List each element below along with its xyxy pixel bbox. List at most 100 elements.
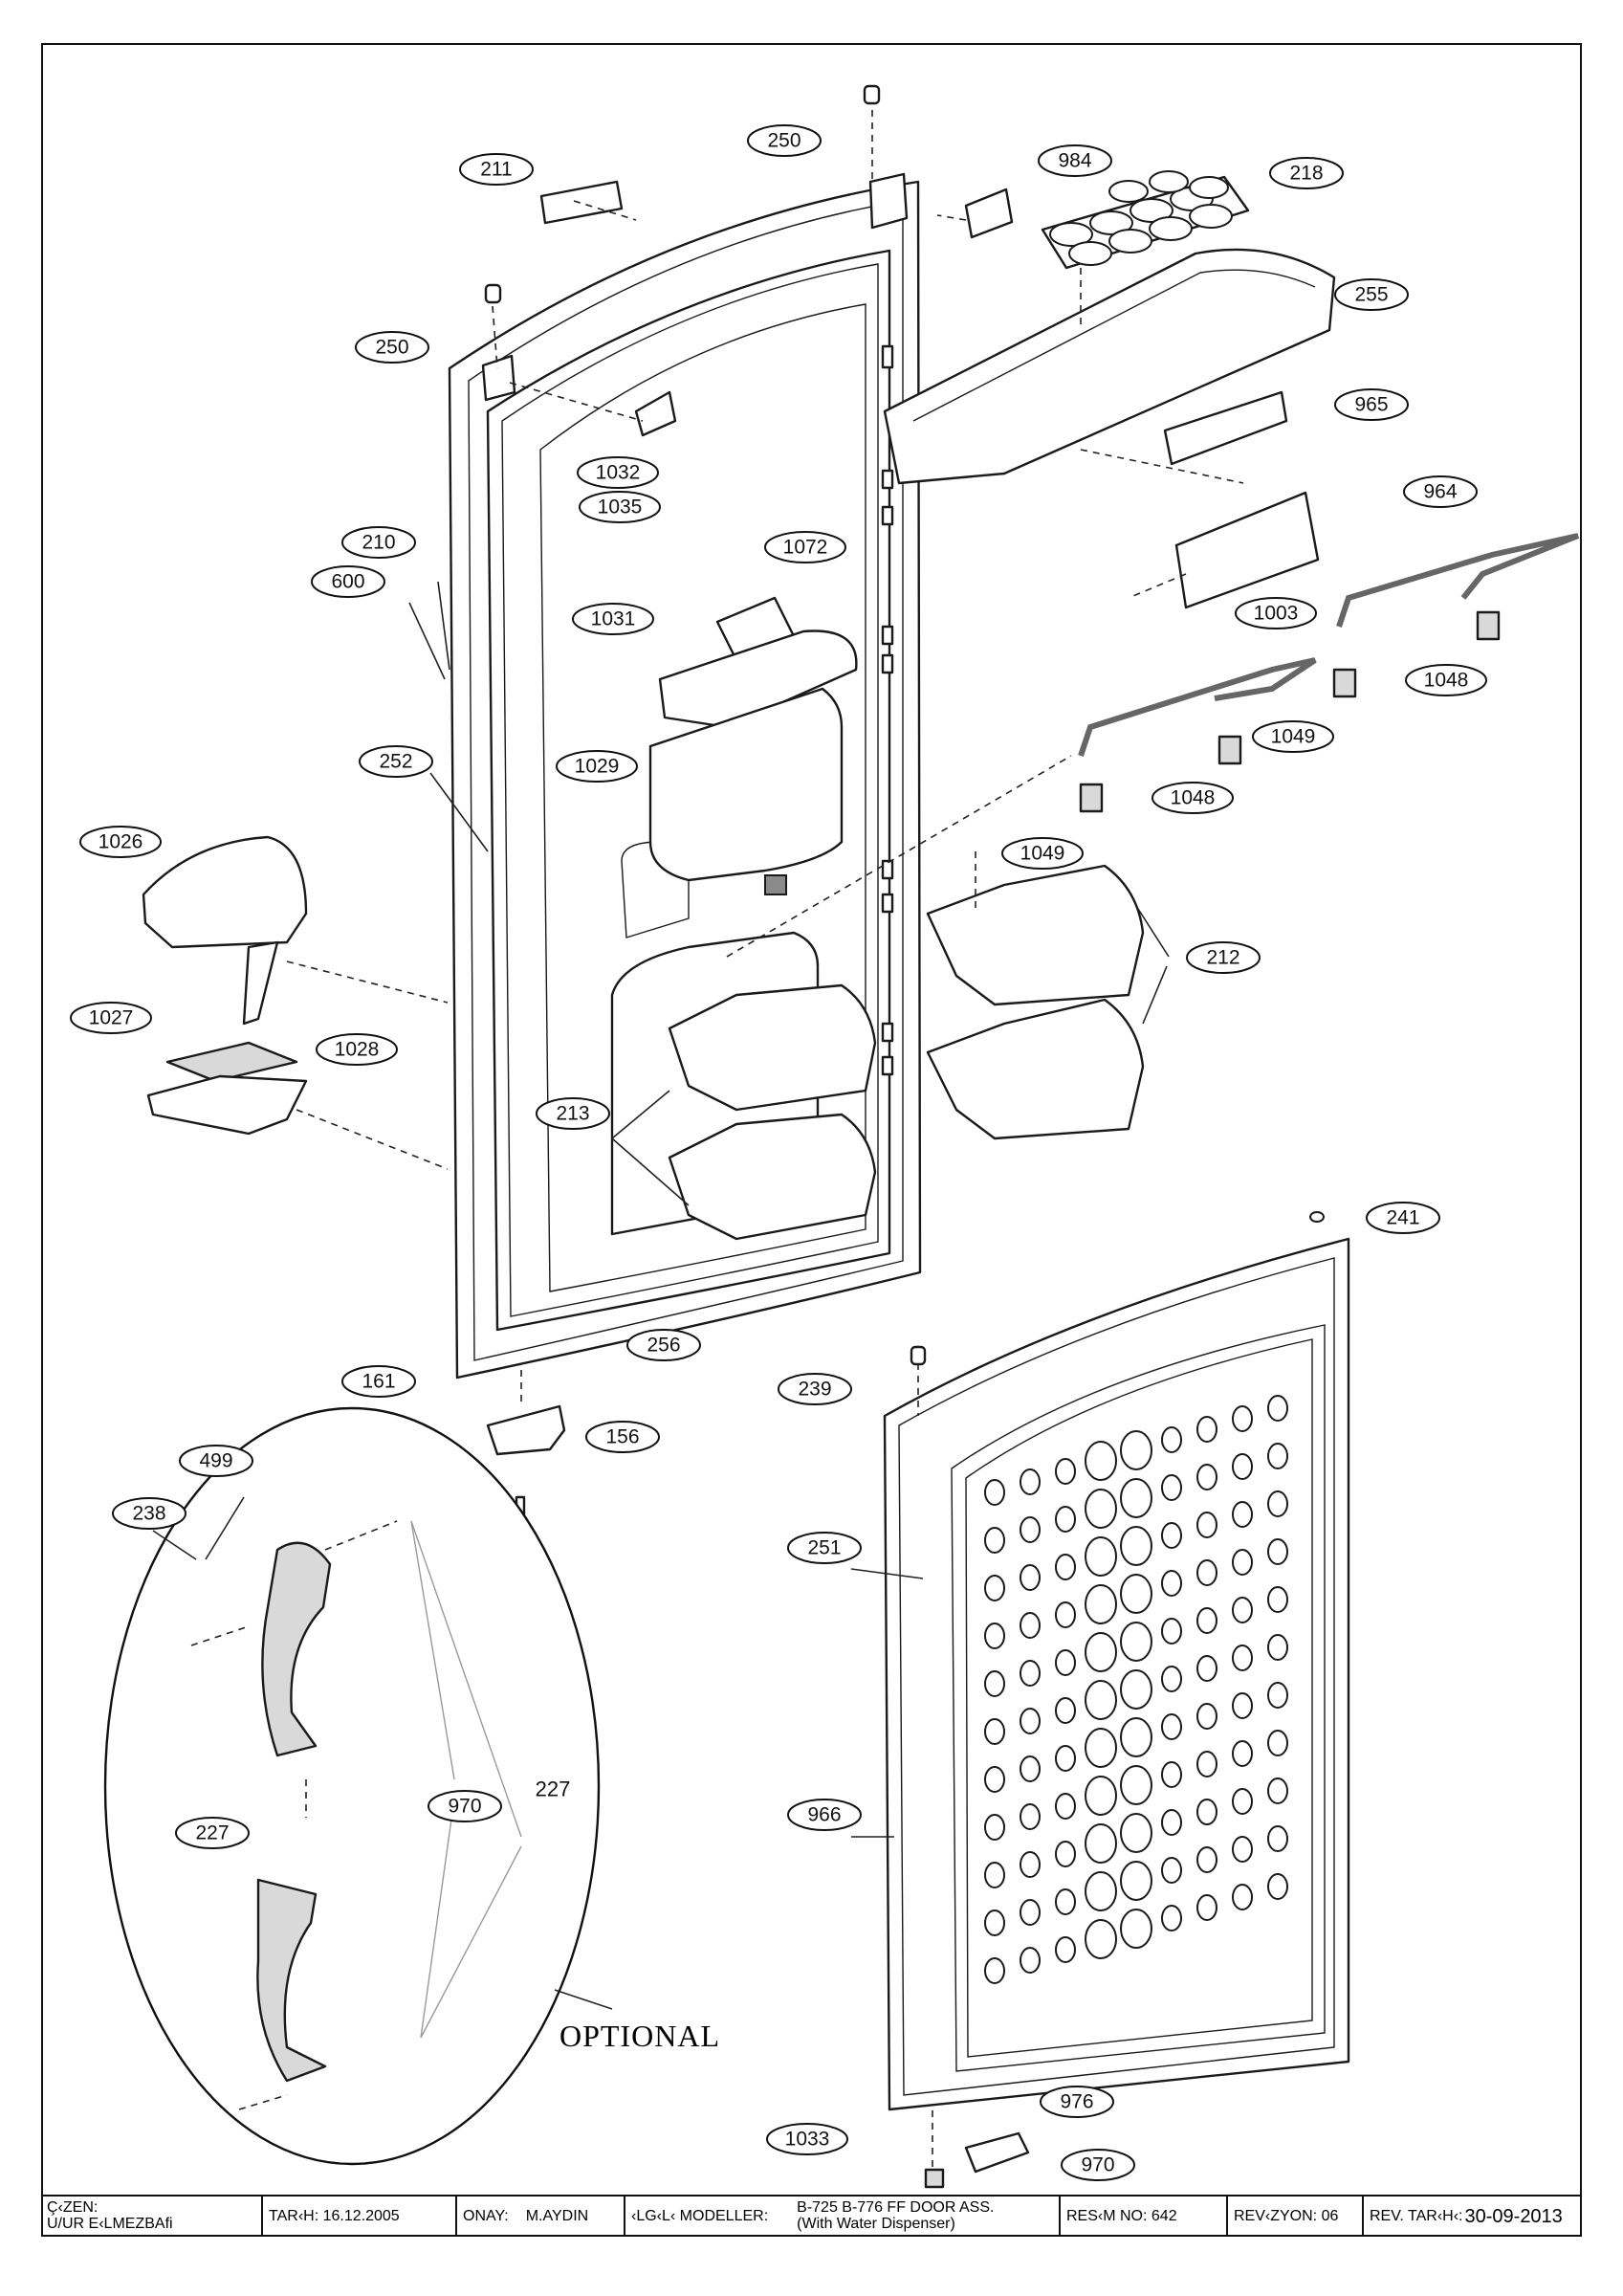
dimple [1161, 1713, 1182, 1740]
revision-date-label: REV. TAR‹H‹: [1370, 2207, 1463, 2224]
svg-text:970: 970 [448, 1796, 481, 1818]
dimple [1120, 1861, 1152, 1901]
leader-lines [152, 110, 1244, 2167]
dimple [1232, 1836, 1253, 1863]
rack-clip [1476, 610, 1501, 641]
callout: 499 [179, 1445, 253, 1477]
callout: 212 [1186, 941, 1261, 974]
dimple [1161, 1570, 1182, 1597]
dimple [1196, 1846, 1217, 1873]
divider-tray [1174, 491, 1320, 609]
callout: 600 [311, 565, 385, 598]
dimple [1232, 1884, 1253, 1910]
freezer-door [883, 1237, 1350, 2111]
svg-text:213: 213 [556, 1103, 589, 1125]
bottom-hinge [486, 1404, 566, 1456]
callout: 1072 [764, 531, 846, 563]
dimple [1161, 1426, 1182, 1453]
callout: 970 [1061, 2149, 1135, 2181]
dimple [1232, 1692, 1253, 1719]
dimple [984, 1527, 1005, 1554]
callout: 255 [1334, 278, 1409, 311]
dimple [1085, 1536, 1117, 1577]
wire-rack-upper [1336, 533, 1580, 628]
optional-label: OPTIONAL [559, 2019, 720, 2053]
dimple [1085, 1489, 1117, 1529]
dimple [1020, 1755, 1041, 1782]
callout: 1026 [79, 826, 162, 858]
dimple [1232, 1501, 1253, 1528]
dimple [1020, 1516, 1041, 1543]
dimple [1085, 1680, 1117, 1720]
svg-text:966: 966 [807, 1804, 841, 1826]
callout: 161 [341, 1365, 416, 1398]
dimple [984, 1957, 1005, 1984]
callout: 1049 [1252, 720, 1334, 753]
svg-text:211: 211 [480, 159, 512, 181]
dimple [1120, 1669, 1152, 1710]
callout: 239 [778, 1373, 852, 1405]
callout: 1032 [577, 456, 659, 489]
rack-clip [1217, 735, 1242, 765]
dimple [1120, 1574, 1152, 1614]
dimple [1020, 1564, 1041, 1591]
svg-text:1003: 1003 [1254, 603, 1299, 625]
svg-text:250: 250 [767, 130, 801, 152]
dimple [1161, 1522, 1182, 1549]
door-bins-right [926, 864, 1145, 1140]
svg-text:976: 976 [1060, 2091, 1093, 2113]
callout: 241 [1366, 1202, 1440, 1234]
svg-text:1026: 1026 [99, 831, 143, 853]
dimple [984, 1814, 1005, 1841]
dimple [1196, 1799, 1217, 1825]
callout: 966 [787, 1799, 862, 1831]
callout: 970 [428, 1790, 502, 1822]
dimple [1161, 1761, 1182, 1788]
dimple [1055, 1841, 1076, 1867]
revision-date-cell: REV. TAR‹H‹: 30-09-2013 [1364, 2197, 1582, 2237]
dimple [1085, 1632, 1117, 1672]
svg-text:210: 210 [362, 532, 395, 554]
upper-door-shelf [883, 248, 1336, 485]
drawn-by-label: Ç‹ZEN: [47, 2199, 99, 2217]
svg-text:255: 255 [1354, 284, 1388, 306]
dimple [1196, 1703, 1217, 1730]
callout: 256 [626, 1329, 701, 1361]
dimple [1120, 1813, 1152, 1853]
freezer-hinge-bushing [924, 2168, 945, 2189]
dimple [1232, 1645, 1253, 1671]
svg-text:1035: 1035 [598, 497, 643, 519]
callout: 251 [787, 1532, 862, 1564]
svg-text:256: 256 [647, 1335, 680, 1357]
dimple [1085, 1776, 1117, 1816]
svg-text:984: 984 [1058, 150, 1091, 172]
dimple [1161, 1474, 1182, 1501]
callout: 227 [536, 1777, 571, 1801]
callout: 1028 [316, 1033, 398, 1066]
drawn-by-cell: Ç‹ZEN: U/UR E‹LMEZBAfi [41, 2197, 263, 2237]
approval-name: M.AYDIN [525, 2207, 589, 2224]
dimple [1055, 1936, 1076, 1963]
hinge-plug-left [484, 283, 502, 304]
callout-group: 250 211 984 218 250 255 1032 1035 965 96… [70, 124, 1487, 2181]
dimple [1267, 1777, 1288, 1804]
svg-text:1029: 1029 [575, 756, 620, 778]
callout: 984 [1038, 144, 1112, 177]
dimple [1020, 1899, 1041, 1926]
callout: 250 [747, 124, 822, 157]
dimple [1232, 1405, 1253, 1432]
dimple [1020, 1612, 1041, 1639]
dimple [1085, 1919, 1117, 1959]
svg-text:239: 239 [798, 1379, 831, 1401]
models-line-2: (With Water Dispenser) [797, 2216, 955, 2232]
callout: 1027 [70, 1002, 152, 1034]
title-block: Ç‹ZEN: U/UR E‹LMEZBAfi TAR‹H: 16.12.2005… [41, 2195, 1582, 2237]
dimple [1267, 1825, 1288, 1852]
dimple [1232, 1549, 1253, 1576]
callout: 1033 [766, 2123, 848, 2155]
rack-clip [1079, 783, 1104, 813]
dimple [1232, 1453, 1253, 1480]
dimple [1196, 1464, 1217, 1490]
dimple [1161, 1857, 1182, 1884]
svg-text:156: 156 [605, 1426, 639, 1448]
